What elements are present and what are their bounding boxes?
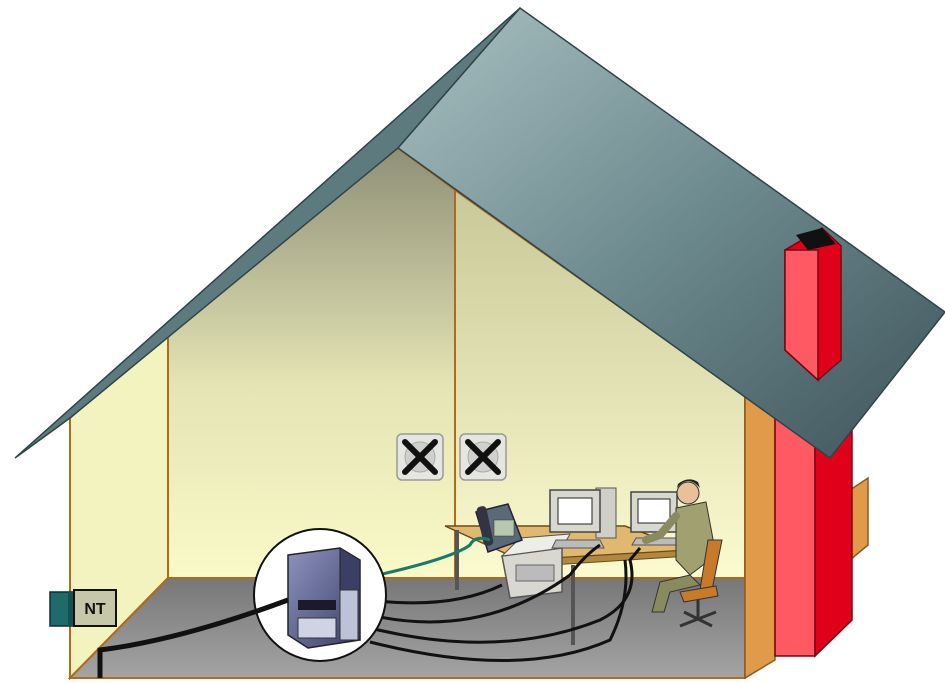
chimney-upper [784,227,842,382]
outlet-x-icon [459,433,507,481]
nt-label: NT [84,601,106,618]
outlet-x-icon [396,433,444,481]
office-chair-icon [679,539,723,628]
router-magnifier [253,528,387,662]
nt-box: NT [73,589,117,627]
side-wall [744,394,776,680]
nt-line [97,597,289,678]
router-icon [287,547,361,649]
floor [67,577,746,679]
computer-icon [549,487,617,549]
cables [354,536,642,662]
